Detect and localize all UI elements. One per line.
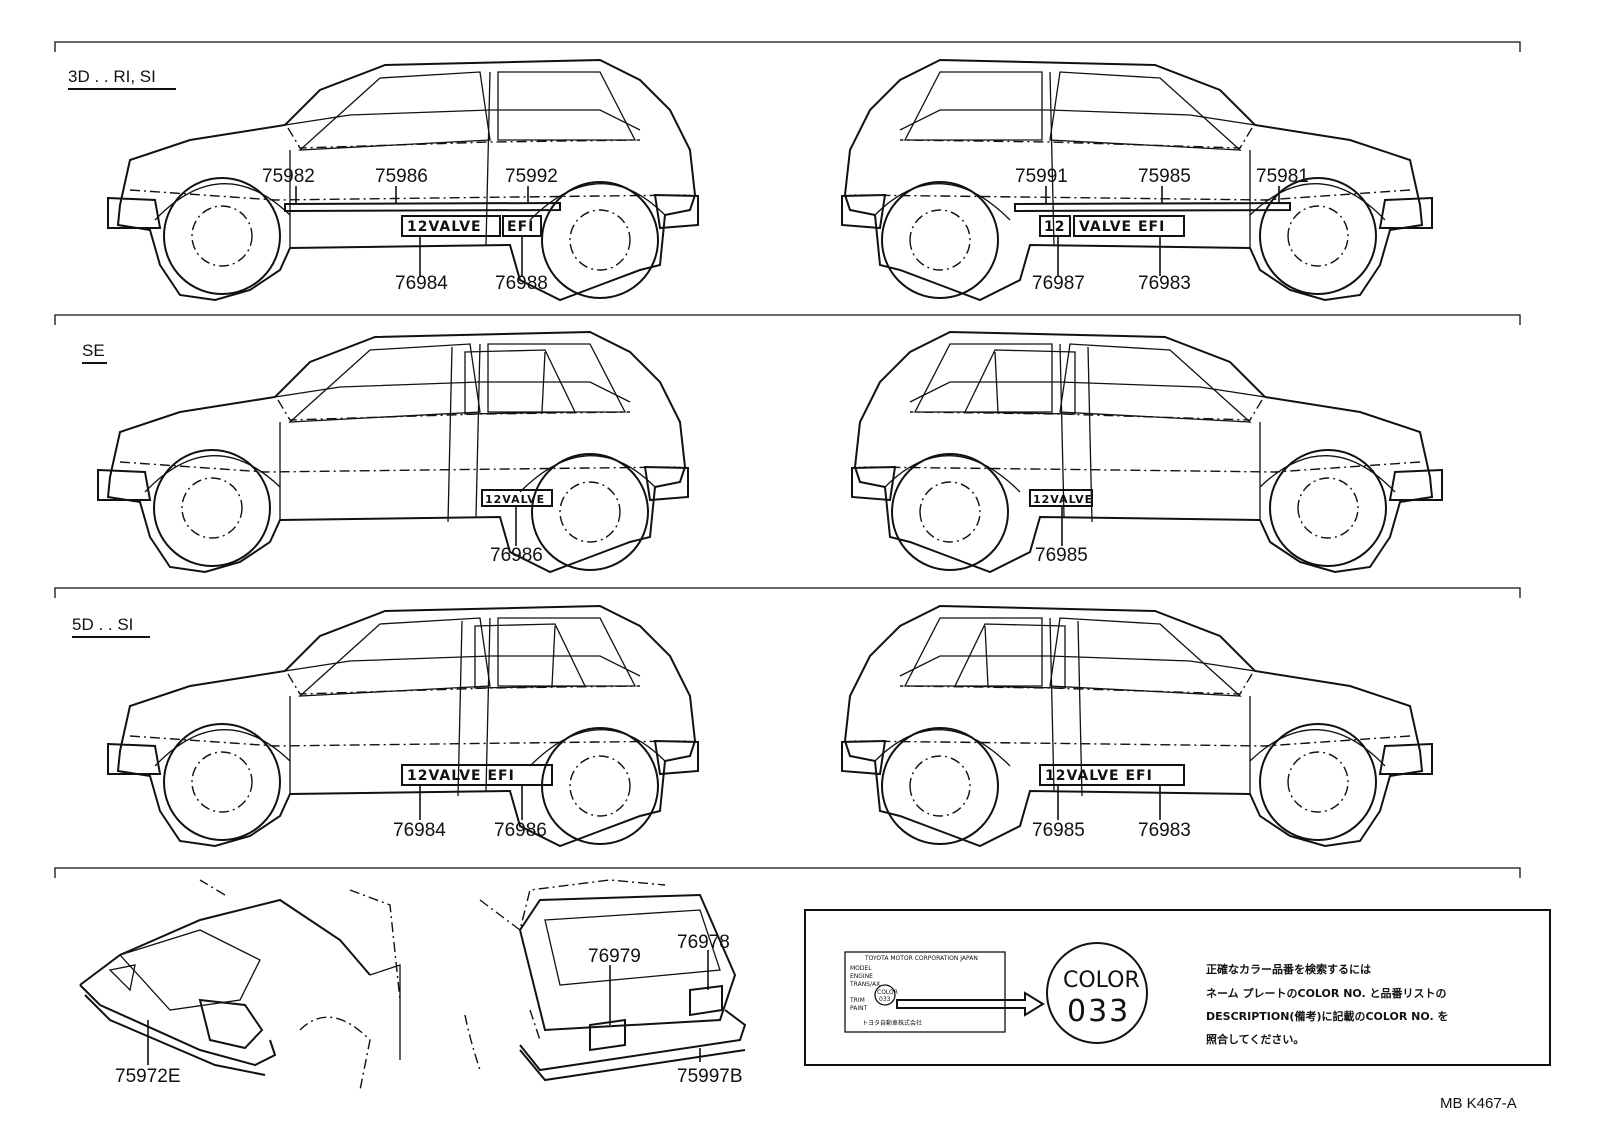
part-number: 76983 — [1138, 820, 1191, 841]
section-frame-4 — [54, 867, 1521, 878]
svg-text:033: 033 — [879, 996, 891, 1003]
svg-text:COLOR: COLOR — [1063, 968, 1140, 993]
emblem-12valve — [1029, 489, 1093, 507]
section-label-3: 5D . . SI — [72, 615, 133, 634]
part-number: 76978 — [677, 932, 730, 953]
part-number: 76986 — [490, 545, 543, 566]
note-line: 照合してください。 — [1206, 1032, 1304, 1046]
svg-text:ENGINE: ENGINE — [850, 973, 873, 980]
svg-text:MODEL: MODEL — [850, 965, 872, 972]
name-plate — [844, 951, 1006, 1033]
car-left-5door-se — [98, 332, 688, 572]
emblem-12valve — [401, 215, 501, 237]
part-number: 76979 — [588, 946, 641, 967]
car-right-5door-se — [852, 332, 1442, 572]
svg-text:12: 12 — [1044, 219, 1065, 235]
car-left-5door-si — [108, 606, 698, 846]
part-number: 76984 — [393, 820, 446, 841]
color-code-circle — [1046, 942, 1148, 1044]
svg-text:EFI: EFI — [507, 219, 534, 235]
emblem-12 — [1039, 215, 1071, 237]
svg-text:TOYOTA MOTOR CORPORATION JAPAN: TOYOTA MOTOR CORPORATION JAPAN — [864, 955, 978, 962]
part-number: 75992 — [505, 166, 558, 187]
part-number: 76987 — [1032, 273, 1085, 294]
section-frame-3 — [54, 587, 1521, 598]
part-number: 75991 — [1015, 166, 1068, 187]
figure-code: MB K467-A — [1440, 1095, 1517, 1112]
note-line: DESCRIPTION(備考)に記載のCOLOR NO. を — [1206, 1009, 1449, 1023]
plate-color-circle — [874, 984, 896, 1006]
section-label-2: SE — [82, 341, 105, 360]
part-number: 75997B — [677, 1066, 743, 1087]
section-frame-1 — [54, 41, 1521, 52]
part-number: 76985 — [1035, 545, 1088, 566]
section-frame-2 — [54, 314, 1521, 325]
svg-text:12VALVE EFI: 12VALVE EFI — [1045, 768, 1153, 784]
svg-text:033: 033 — [1067, 994, 1130, 1029]
emblem-12valve-efi — [401, 764, 553, 786]
car-right-5door-si — [842, 606, 1432, 846]
emblem-12valve-efi — [1039, 764, 1185, 786]
section-label-1: 3D . . RI, SI — [68, 67, 156, 86]
part-number: 76984 — [395, 273, 448, 294]
svg-text:VALVE EFI: VALVE EFI — [1079, 219, 1165, 235]
note-line: ネーム プレートのCOLOR NO. と品番リストの — [1206, 986, 1447, 1000]
svg-text:12VALVE: 12VALVE — [485, 493, 545, 506]
part-number: 76986 — [494, 820, 547, 841]
svg-text:TRIM: TRIM — [849, 997, 865, 1004]
svg-text:COLOR: COLOR — [877, 989, 898, 996]
svg-text:TRANS/AX: TRANS/AX — [849, 981, 880, 988]
part-number: 76983 — [1138, 273, 1191, 294]
svg-text:PAINT: PAINT — [850, 1005, 868, 1012]
svg-text:12VALVE: 12VALVE — [407, 219, 482, 235]
part-number: 75981 — [1256, 166, 1309, 187]
part-number: 76988 — [495, 273, 548, 294]
part-number: 75972E — [115, 1066, 181, 1087]
note-line: 正確なカラー品番を検索するには — [1206, 962, 1371, 976]
emblem-12valve — [481, 489, 553, 507]
part-number: 75982 — [262, 166, 315, 187]
color-info-box: TOYOTA MOTOR CORPORATION JAPAN MODEL ENG… — [804, 909, 1551, 1066]
svg-text:12VALVE: 12VALVE — [1033, 493, 1093, 506]
part-number: 76985 — [1032, 820, 1085, 841]
rear-bumper-view: 76979 76978 75997B — [464, 879, 747, 1087]
car-right-3door — [842, 60, 1432, 300]
svg-text:12VALVE EFI: 12VALVE EFI — [407, 768, 515, 784]
svg-text:トヨタ自動車株式会社: トヨタ自動車株式会社 — [862, 1019, 922, 1027]
part-number: 75985 — [1138, 166, 1191, 187]
part-number: 75986 — [375, 166, 428, 187]
emblem-valve-efi — [1073, 215, 1185, 237]
arrow-icon — [896, 991, 1045, 1017]
front-bumper-view: 75972E — [79, 879, 401, 1091]
